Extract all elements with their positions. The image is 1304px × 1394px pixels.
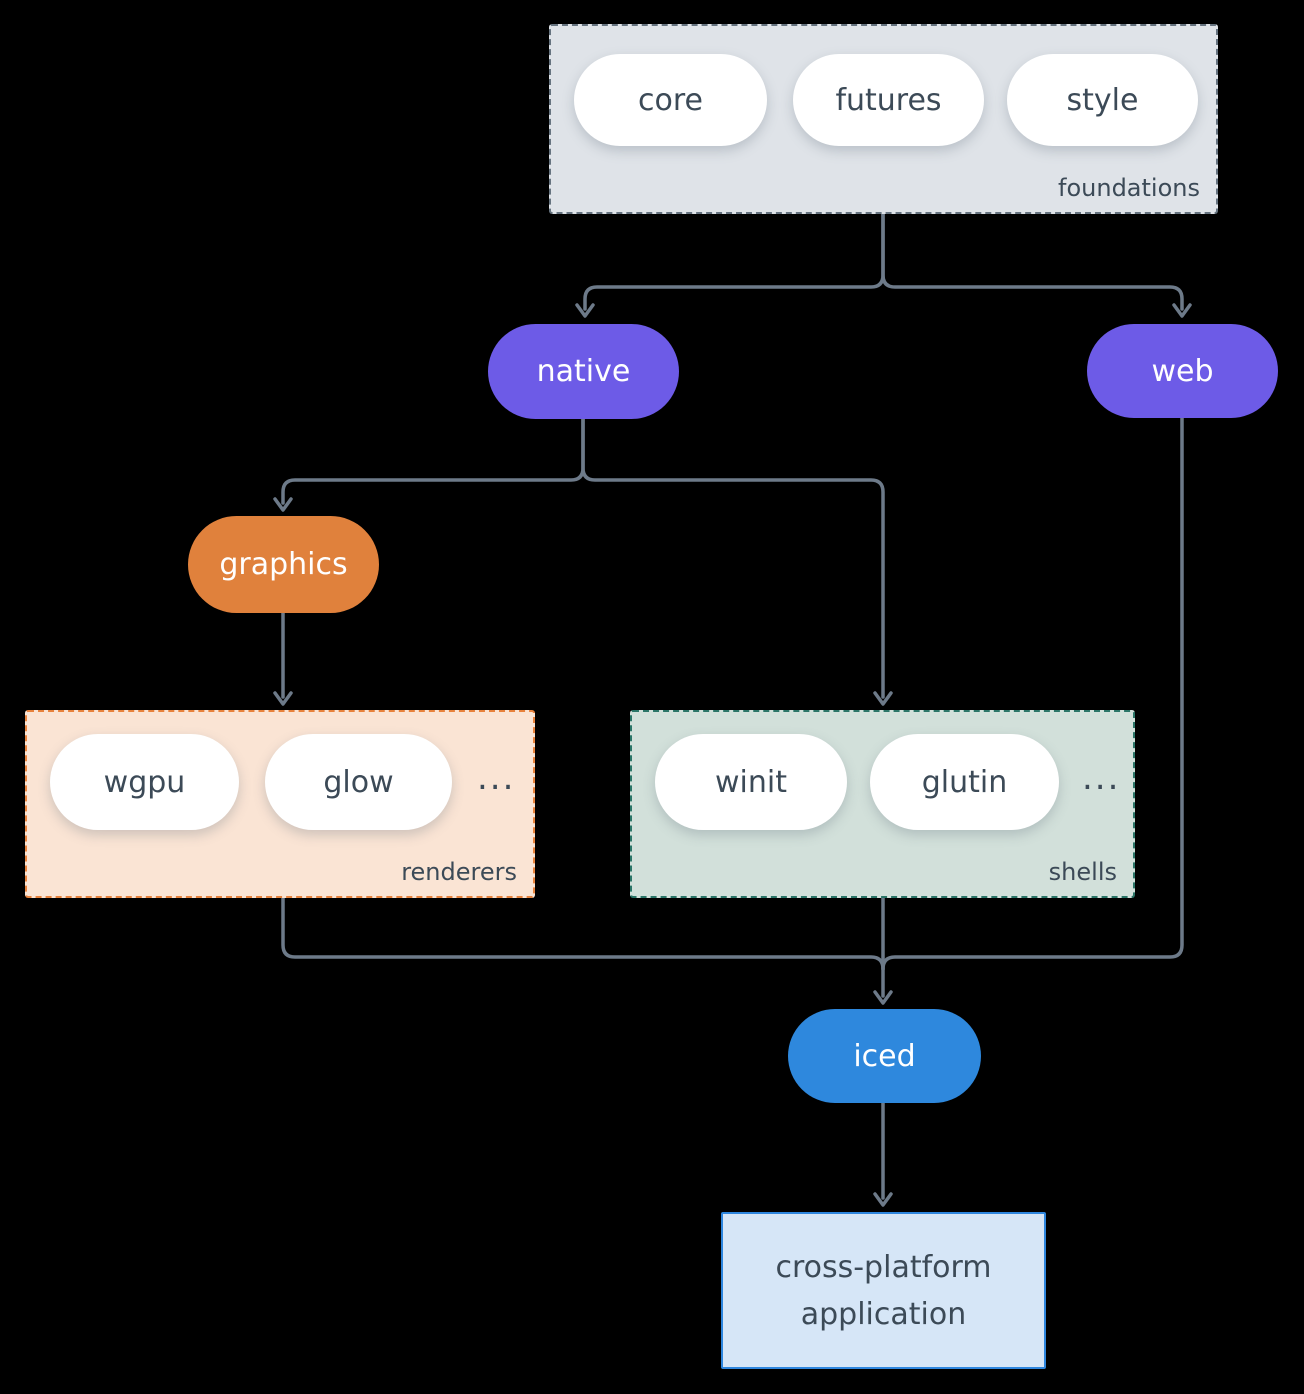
node-glutin-label: glutin: [921, 764, 1008, 800]
node-futures-label: futures: [835, 82, 942, 118]
node-wgpu: wgpu: [50, 734, 239, 830]
arrowhead-native: [575, 303, 595, 318]
connector-foundations-web: [881, 212, 1184, 311]
node-glow-label: glow: [323, 764, 394, 800]
node-style: style: [1007, 54, 1198, 146]
node-glow: glow: [265, 734, 452, 830]
arrowhead-renderers: [273, 691, 293, 706]
arrowhead-shells: [873, 691, 893, 706]
arrowhead-iced: [873, 990, 893, 1005]
node-winit: winit: [655, 734, 847, 830]
group-label-renderers: renderers: [401, 858, 517, 886]
group-foundations: core futures style foundations: [549, 24, 1218, 214]
group-label-shells: shells: [1048, 858, 1117, 886]
node-web-label: web: [1151, 353, 1214, 389]
shells-ellipsis: ...: [1082, 758, 1121, 798]
node-iced-label: iced: [853, 1038, 916, 1074]
arrowhead-graphics: [273, 497, 293, 512]
group-renderers: wgpu glow ... renderers: [25, 710, 535, 898]
node-graphics-label: graphics: [219, 547, 348, 582]
node-native-label: native: [536, 354, 631, 389]
connector-foundations-native: [583, 212, 885, 311]
arrowhead-web: [1172, 303, 1192, 318]
node-futures: futures: [793, 54, 984, 146]
node-iced: iced: [788, 1009, 981, 1103]
connector-native-shells: [581, 417, 885, 699]
connector-native-graphics: [281, 417, 585, 505]
connector-renderers-iced: [281, 896, 885, 971]
node-winit-label: winit: [715, 764, 787, 800]
node-cross-platform-application: cross-platform application: [721, 1212, 1046, 1369]
renderers-ellipsis: ...: [477, 758, 516, 798]
node-native: native: [488, 324, 679, 419]
node-wgpu-label: wgpu: [103, 764, 186, 800]
node-core-label: core: [638, 82, 703, 118]
node-graphics: graphics: [188, 516, 379, 613]
application-label-line1: cross-platform: [775, 1249, 992, 1285]
application-label-line2: application: [800, 1296, 967, 1332]
node-web: web: [1087, 324, 1278, 418]
arrowhead-application: [873, 1192, 893, 1207]
group-shells: winit glutin ... shells: [630, 710, 1135, 898]
node-style-label: style: [1066, 82, 1139, 118]
node-core: core: [574, 54, 767, 146]
node-glutin: glutin: [870, 734, 1059, 830]
group-label-foundations: foundations: [1058, 174, 1200, 202]
